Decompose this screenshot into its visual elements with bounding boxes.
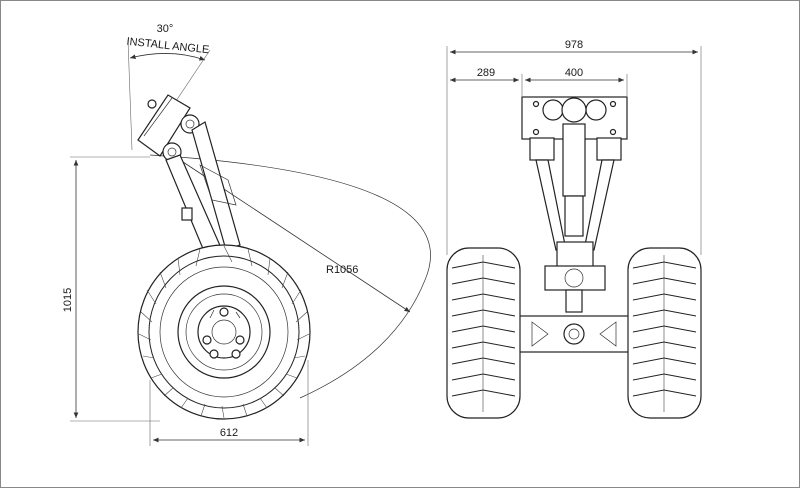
radius-label: R1056 (326, 264, 358, 276)
side-view: 30° INSTALL ANGLE R1056 1015 612 (62, 23, 431, 446)
axle-beam (517, 315, 631, 353)
mount-width-label: 400 (565, 67, 583, 79)
front-left-tire (446, 247, 521, 419)
front-right-tire (627, 247, 702, 419)
height-label: 1015 (62, 288, 74, 312)
offset-label: 289 (477, 67, 495, 79)
height-dimension: 1015 (62, 156, 160, 422)
front-view: 978 289 400 (446, 39, 702, 419)
mount-width-dimension: 400 (525, 67, 624, 83)
angle-value-label: 30° (157, 23, 174, 35)
side-wheel (137, 244, 311, 420)
width-label: 612 (220, 427, 238, 439)
overall-width-label: 978 (565, 39, 583, 51)
side-tread-pattern (138, 245, 310, 419)
front-arms (529, 123, 622, 313)
offset-dimension: 289 (450, 67, 628, 96)
overall-width-dimension: 978 (446, 39, 702, 255)
swing-arm (165, 121, 241, 257)
mounting-plate (137, 94, 200, 162)
width-dimension: 612 (149, 360, 309, 446)
